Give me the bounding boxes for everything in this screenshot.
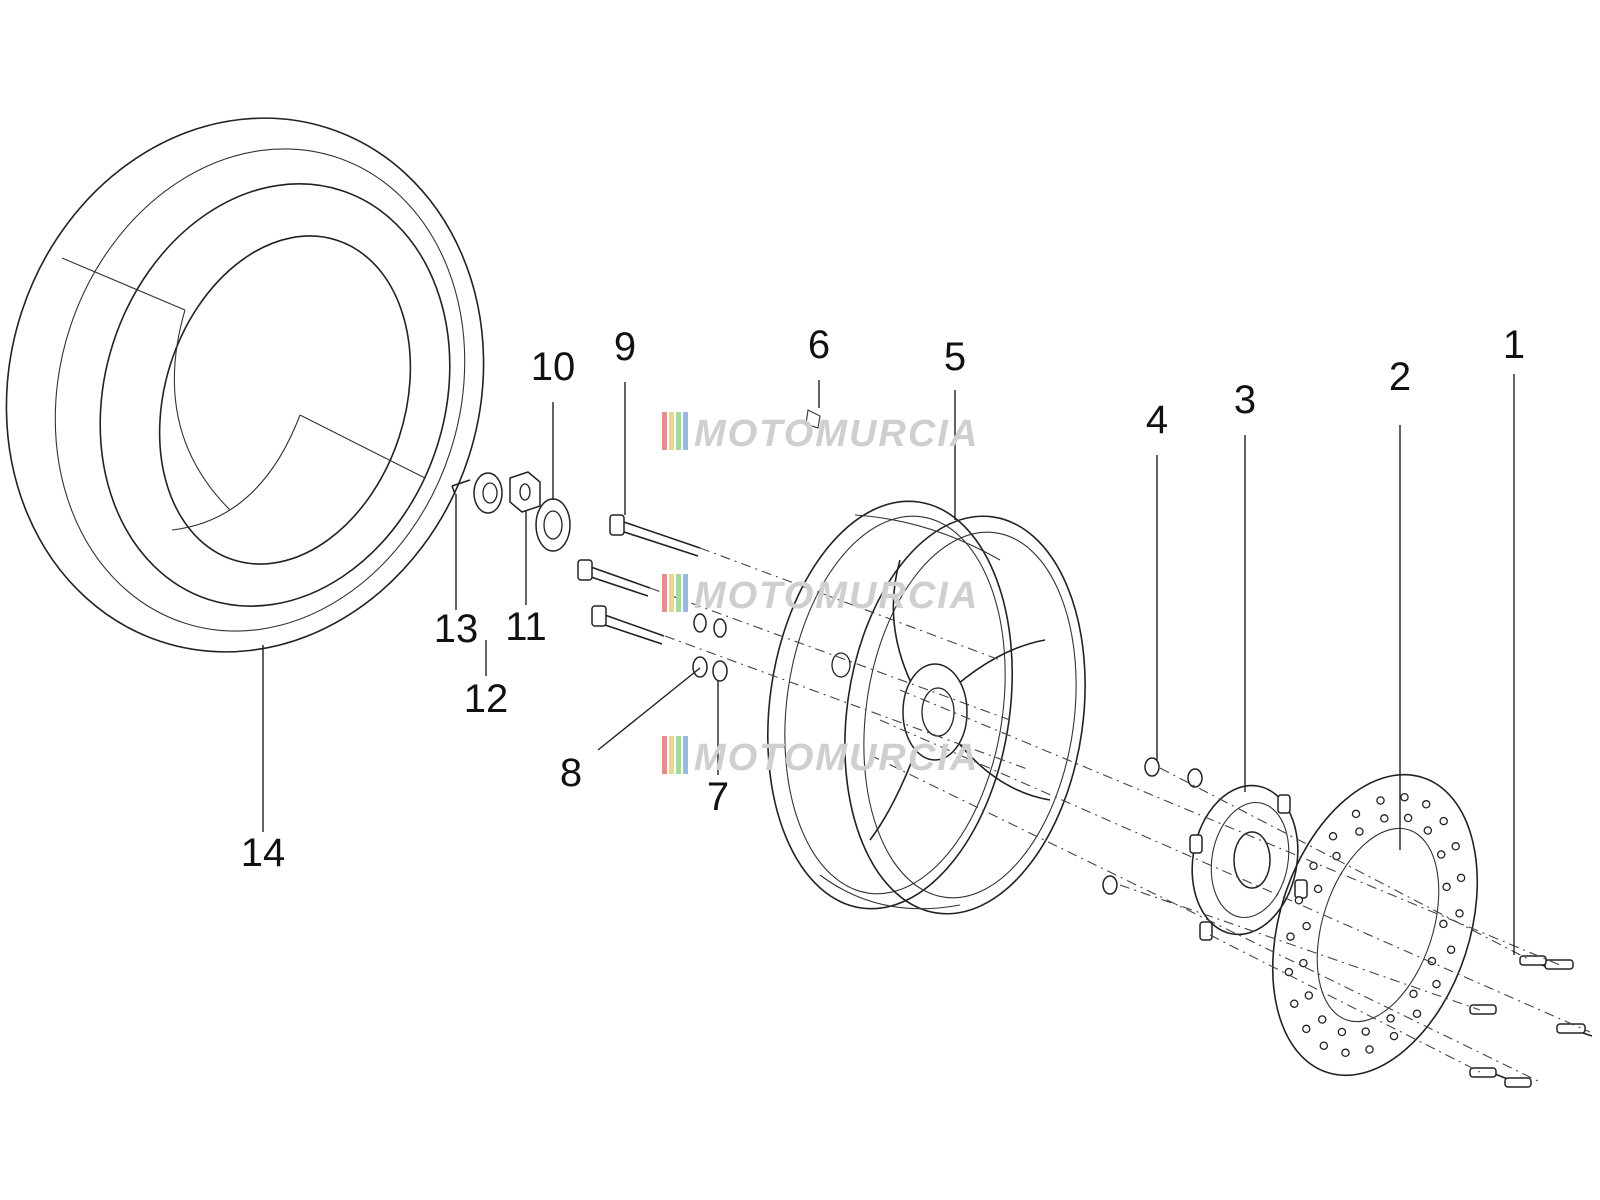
label-part-4: 4 <box>1146 398 1168 442</box>
disc-hole <box>1376 796 1385 805</box>
watermark-stripe <box>683 574 688 612</box>
disc-hole <box>1332 851 1341 861</box>
watermark-top: MOTOMURCIA <box>662 412 979 455</box>
label-part-7: 7 <box>707 775 729 819</box>
watermark-middle: MOTOMURCIA <box>662 574 979 617</box>
label-part-11: 11 <box>505 605 547 649</box>
label-part-9: 9 <box>614 325 636 369</box>
disc-hole <box>1286 932 1295 941</box>
watermark-stripe <box>669 574 674 612</box>
disc-carrier <box>1189 784 1308 941</box>
watermark-stripe <box>662 574 667 612</box>
tire <box>5 117 485 653</box>
watermark-stripe <box>683 736 688 774</box>
disc-hole <box>1319 1041 1329 1050</box>
assembly-lines <box>649 547 1591 1083</box>
disc-hole <box>1451 842 1460 851</box>
watermark: MOTOMURCIA MOTOMURCIA MOTOMURCIA <box>662 412 979 779</box>
disc-hole <box>1386 1014 1395 1023</box>
disc-hole <box>1409 989 1418 999</box>
part-labels: 1 2 3 4 5 6 7 8 9 10 11 12 13 14 <box>241 323 1525 875</box>
label-part-2: 2 <box>1389 355 1411 399</box>
disc-hole <box>1351 809 1361 819</box>
disc-hole <box>1304 991 1314 1000</box>
label-part-5: 5 <box>944 335 966 379</box>
label-part-10: 10 <box>531 345 576 389</box>
disc-hole <box>1380 814 1389 823</box>
label-part-1: 1 <box>1503 323 1525 367</box>
watermark-bottom: MOTOMURCIA <box>662 736 979 779</box>
watermark-stripe <box>676 736 681 774</box>
label-part-6: 6 <box>808 323 830 367</box>
leader-lines <box>262 374 1515 955</box>
disc-hole <box>1455 909 1464 918</box>
disc-hole <box>1313 884 1323 894</box>
disc-hole <box>1400 792 1409 802</box>
label-part-12: 12 <box>464 677 509 721</box>
watermark-text: MOTOMURCIA <box>694 575 979 617</box>
disc-hole <box>1423 826 1433 835</box>
watermark-stripe <box>676 412 681 450</box>
watermark-text: MOTOMURCIA <box>694 413 979 455</box>
watermark-text: MOTOMURCIA <box>694 737 979 779</box>
disc-hole <box>1442 882 1451 892</box>
watermark-stripe <box>662 412 667 450</box>
label-part-13: 13 <box>434 607 479 651</box>
disc-hole <box>1446 945 1456 954</box>
disc-hole <box>1299 958 1308 968</box>
watermark-stripe <box>662 736 667 774</box>
disc-hole <box>1341 1048 1350 1058</box>
disc-hole <box>1436 850 1446 859</box>
nuts <box>1102 757 1203 895</box>
disc-hole <box>1412 1009 1422 1018</box>
disc-hole <box>1421 800 1431 809</box>
label-part-14: 14 <box>241 831 286 875</box>
disc-hole <box>1317 1015 1327 1024</box>
disc-hole <box>1403 813 1413 823</box>
disc-hole <box>1337 1027 1347 1037</box>
disc-hole <box>1355 827 1364 836</box>
disc-hole <box>1456 873 1466 883</box>
disc-hole <box>1284 967 1294 977</box>
watermark-stripe <box>669 412 674 450</box>
disc-hole <box>1365 1045 1374 1054</box>
disc-hole <box>1389 1031 1399 1041</box>
label-part-3: 3 <box>1234 378 1256 422</box>
label-part-8: 8 <box>560 751 582 795</box>
disc-hole <box>1309 861 1318 871</box>
watermark-stripe <box>683 412 688 450</box>
watermark-stripe <box>669 736 674 774</box>
wheel-rim <box>766 409 1086 915</box>
brake-disc <box>1271 773 1479 1077</box>
disc-hole <box>1439 919 1448 929</box>
disc-hole <box>1361 1027 1370 1036</box>
disc-hole <box>1302 1024 1311 1034</box>
watermark-stripe <box>676 574 681 612</box>
disc-screws <box>1469 955 1593 1088</box>
disc-hole <box>1432 979 1441 989</box>
disc-hole <box>1294 896 1304 905</box>
disc-hole <box>1290 999 1299 1008</box>
disc-hole <box>1439 816 1448 826</box>
disc-hole <box>1328 832 1338 841</box>
disc-hole <box>1302 921 1311 931</box>
axle-bolts <box>577 514 728 682</box>
bearing-parts <box>451 471 571 552</box>
